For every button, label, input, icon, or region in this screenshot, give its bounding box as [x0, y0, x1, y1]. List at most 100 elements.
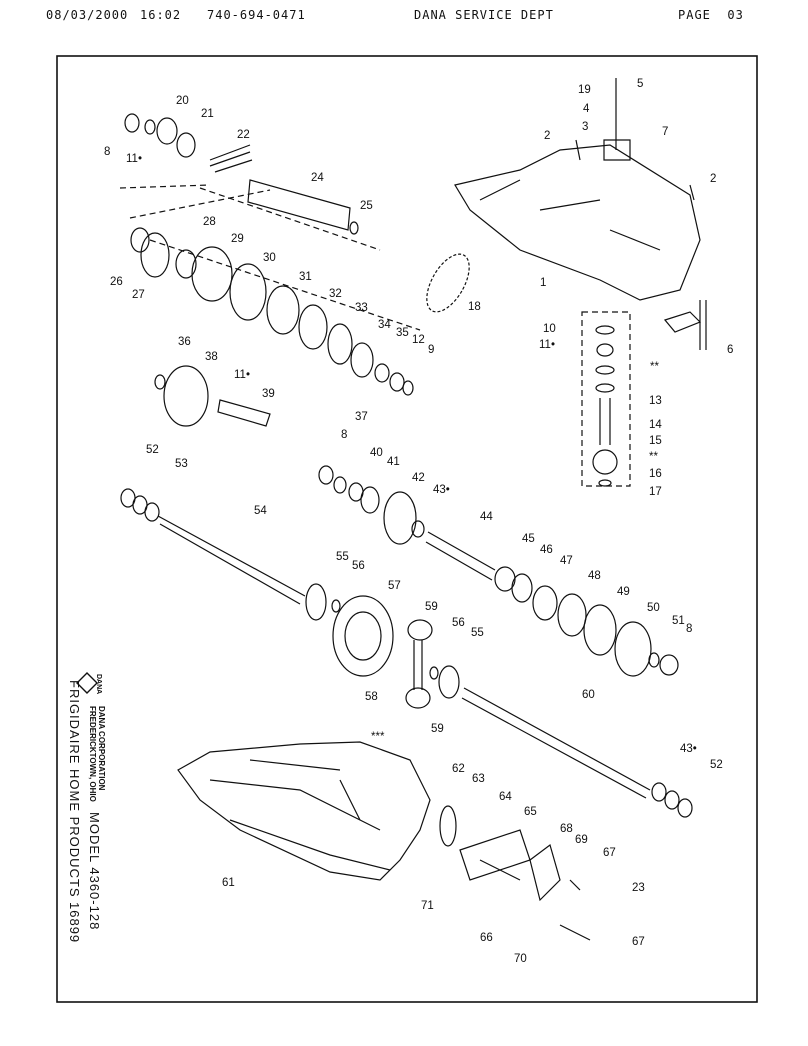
part-callout: 40 — [370, 447, 383, 459]
part-callout: 67 — [603, 847, 616, 859]
dana-logo — [76, 672, 98, 694]
fax-time: 16:02 — [140, 8, 182, 22]
part-callout: 10 — [543, 323, 556, 335]
part-callout: 61 — [222, 877, 235, 889]
part-callout: 70 — [514, 953, 527, 965]
part-callout: 9 — [428, 344, 434, 356]
part-callout: 46 — [540, 544, 553, 556]
serial-number: 16899 — [67, 902, 82, 944]
part-callout: 56 — [352, 560, 365, 572]
model-sidebar: DANA DANA CORPORATION FREDERICKTOWN, OHI… — [66, 672, 106, 943]
part-callout: 38 — [205, 351, 218, 363]
part-callout: 15 — [649, 435, 662, 447]
part-callout: 52 — [710, 759, 723, 771]
part-callout: 53 — [175, 458, 188, 470]
part-callout: 50 — [647, 602, 660, 614]
part-callout: 29 — [231, 233, 244, 245]
part-callout: 59 — [425, 601, 438, 613]
part-callout: 16 — [649, 468, 662, 480]
part-callout: 36 — [178, 336, 191, 348]
part-callout: 7 — [662, 126, 668, 138]
part-callout: 6 — [727, 344, 733, 356]
part-callout: 39 — [262, 388, 275, 400]
part-callout: 49 — [617, 586, 630, 598]
part-callout: 66 — [480, 932, 493, 944]
part-callout: 55 — [336, 551, 349, 563]
part-callout: 59 — [431, 723, 444, 735]
part-callout: 43• — [433, 484, 450, 496]
part-callout: 31 — [299, 271, 312, 283]
part-callout: 18 — [468, 301, 481, 313]
part-callout: 55 — [471, 627, 484, 639]
part-callout: 32 — [329, 288, 342, 300]
callout-layer: 202122811•242528292627303132333435129363… — [104, 78, 733, 965]
part-callout: 2 — [544, 130, 550, 142]
part-callout: 43• — [680, 743, 697, 755]
fax-header: 08/03/2000 16:02 740-694-0471 DANA SERVI… — [0, 0, 808, 40]
fax-page: PAGE 03 — [678, 8, 744, 22]
part-callout: ** — [649, 451, 658, 463]
part-callout: 58 — [365, 691, 378, 703]
part-callout: 48 — [588, 570, 601, 582]
part-callout: 14 — [649, 419, 662, 431]
part-callout: 33 — [355, 302, 368, 314]
part-callout: 45 — [522, 533, 535, 545]
part-callout: 63 — [472, 773, 485, 785]
part-callout: 60 — [582, 689, 595, 701]
corp-name: DANA CORPORATION — [97, 706, 106, 791]
dana-logo-text: DANA — [95, 674, 102, 695]
part-callout: 47 — [560, 555, 573, 567]
part-callout: 67 — [632, 936, 645, 948]
part-callout: 64 — [499, 791, 512, 803]
part-callout: 5 — [637, 78, 643, 90]
page-frame — [56, 55, 758, 1003]
part-callout: 3 — [582, 121, 588, 133]
part-callout: 41 — [387, 456, 400, 468]
part-callout: 21 — [201, 108, 214, 120]
model-number: MODEL 4360-128 — [87, 812, 102, 931]
part-callout: 52 — [146, 444, 159, 456]
brand-name: FRIGIDAIRE HOME PRODUCTS — [67, 680, 82, 898]
part-callout: 71 — [421, 900, 434, 912]
part-callout: 1 — [540, 277, 546, 289]
part-callout: 35 — [396, 327, 409, 339]
part-callout: 42 — [412, 472, 425, 484]
part-callout: 11• — [234, 369, 250, 381]
part-callout: 19 — [578, 84, 591, 96]
part-callout: 23 — [632, 882, 645, 894]
part-callout: 24 — [311, 172, 324, 184]
part-callout: 34 — [378, 319, 391, 331]
part-callout: 22 — [237, 129, 250, 141]
part-callout: 37 — [355, 411, 368, 423]
part-callout: 56 — [452, 617, 465, 629]
parts-art — [119, 78, 707, 941]
part-callout: 44 — [480, 511, 493, 523]
part-callout: 11• — [126, 153, 142, 165]
part-callout: 17 — [649, 486, 662, 498]
part-callout: 28 — [203, 216, 216, 228]
part-callout: 62 — [452, 763, 465, 775]
fax-phone: 740-694-0471 — [207, 8, 306, 22]
part-callout: 4 — [583, 103, 590, 115]
part-callout: 30 — [263, 252, 276, 264]
corp-city: FREDERICKTOWN, OHIO — [88, 706, 97, 802]
part-callout: 27 — [132, 289, 145, 301]
part-callout: 68 — [560, 823, 573, 835]
part-callout: 51 — [672, 615, 685, 627]
part-callout: 12 — [412, 334, 425, 346]
part-callout: 26 — [110, 276, 123, 288]
part-callout: 13 — [649, 395, 662, 407]
part-callout: 54 — [254, 505, 267, 517]
part-callout: 20 — [176, 95, 189, 107]
part-callout: 11• — [539, 339, 555, 351]
part-callout: 69 — [575, 834, 588, 846]
part-callout: *** — [371, 731, 385, 743]
part-callout: 8 — [341, 429, 347, 441]
part-callout: ** — [650, 361, 659, 373]
part-callout: 8 — [104, 146, 110, 158]
part-callout: 57 — [388, 580, 401, 592]
fax-date: 08/03/2000 — [46, 8, 129, 22]
part-callout: 8 — [686, 623, 692, 635]
part-callout: 65 — [524, 806, 537, 818]
